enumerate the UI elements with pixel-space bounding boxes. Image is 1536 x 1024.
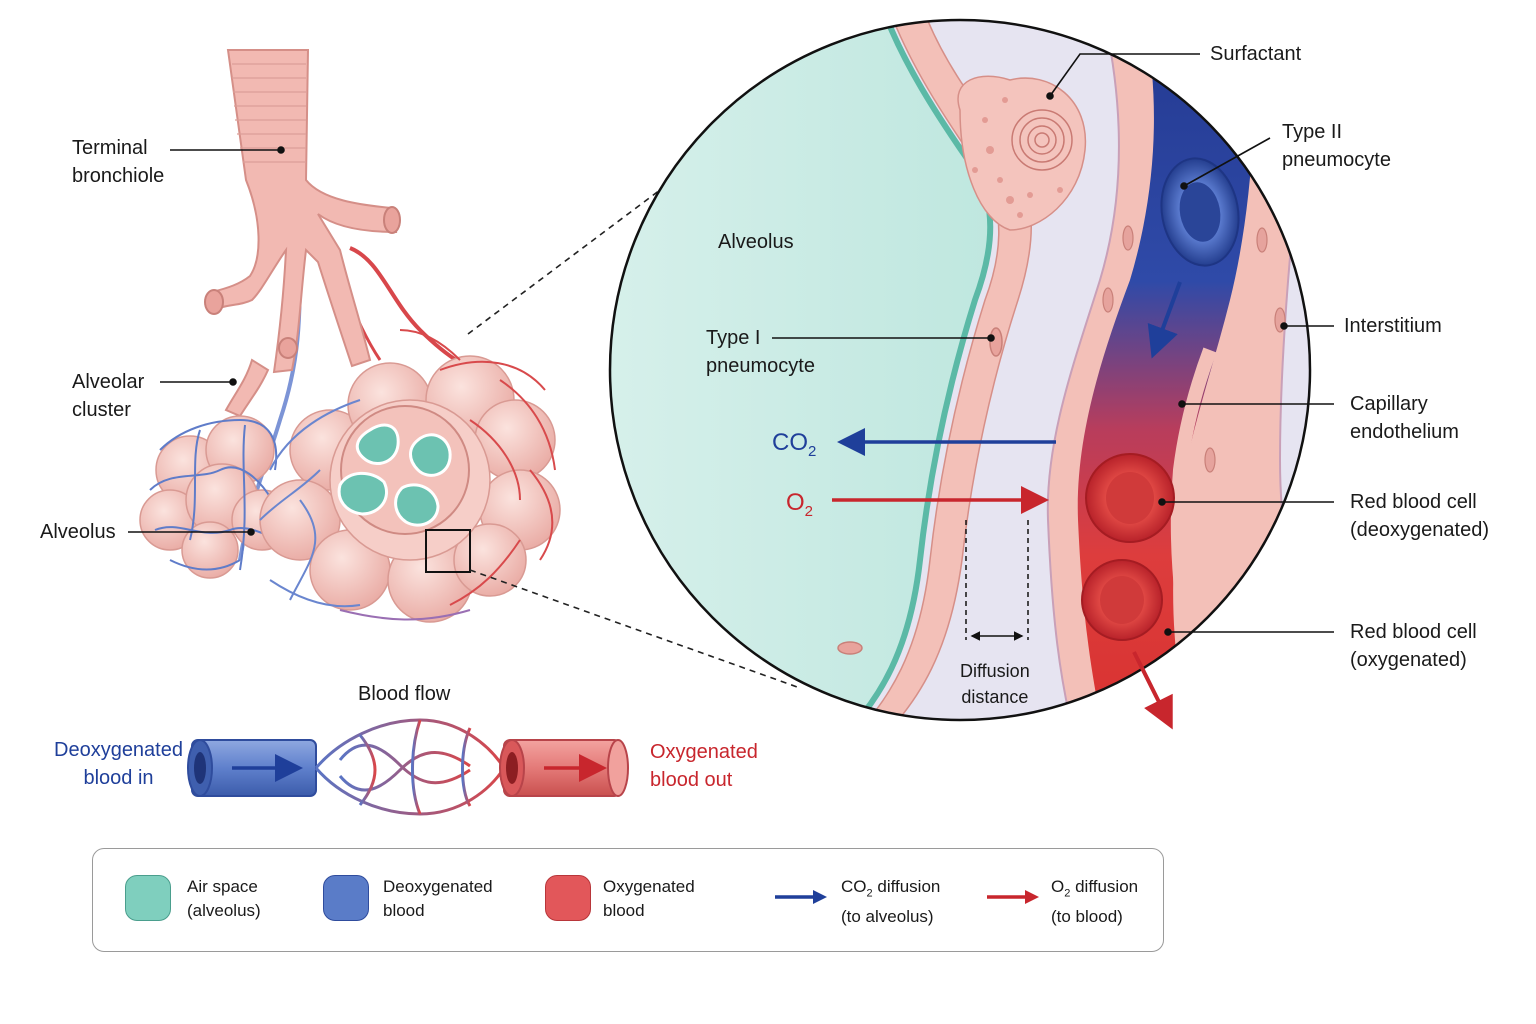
alveolar-cluster-right [259,329,561,623]
legend-text: Deoxygenated blood [383,875,493,923]
gas-base: O [786,489,805,516]
o2-label: O2 [786,488,813,527]
gas-subscript: 2 [804,502,814,520]
legend-line: blood [383,901,425,920]
legend-line: Oxygenated [603,877,695,896]
alveolus-zoom-label: Alveolus [718,231,794,253]
legend-line: (to blood) [1051,907,1123,927]
alveolus-label: Alveolus [40,521,116,543]
label-line: Type I [706,327,761,349]
legend-line: Air space [187,877,258,896]
legend-text: CO2 diffusion (to alveolus) [841,875,940,929]
gas-subscript: 2 [808,442,817,460]
alveoli-cross-section [337,405,470,535]
legend-word: diffusion [877,877,941,896]
terminal-bronchiole-label: Terminal bronchiole [72,134,164,190]
deoxygenated-blood-in-label: Deoxygenated blood in [54,736,183,792]
blue-arrow-icon [775,890,827,904]
legend-line: (alveolus) [187,901,261,920]
red-arrow-icon [987,890,1039,904]
deoxygenated-swatch [323,875,369,921]
legend-line: O2 diffusion [1051,875,1138,905]
gas-subscript: 2 [866,887,873,900]
label-line: pneumocyte [706,355,815,377]
label-line: Oxygenated [650,741,758,763]
legend-text: Oxygenated blood [603,875,695,923]
label-line: cluster [72,399,131,421]
legend-word: diffusion [1075,877,1139,896]
label-line: blood in [83,767,154,789]
surfactant-label: Surfactant [1210,43,1302,65]
label-line: distance [961,687,1029,707]
gas-subscript: 2 [1064,887,1071,900]
interstitium-label: Interstitium [1344,315,1442,337]
gas-base: CO [772,429,808,456]
label-line: pneumocyte [1282,149,1391,171]
label-line: endothelium [1350,421,1459,443]
label-line: Capillary [1350,393,1428,415]
legend: Air space (alveolus) Deoxygenated blood … [92,848,1164,952]
gas-base: O [1051,877,1065,896]
type1-pneumocyte-label: Type I pneumocyte [706,324,815,380]
legend-line: blood [603,901,645,920]
oxygenated-swatch [545,875,591,921]
legend-line: CO2 diffusion [841,875,940,905]
bronchial-tree [204,49,501,561]
legend-text: Air space (alveolus) [187,875,261,923]
label-line: (deoxygenated) [1350,519,1489,541]
label-line: Alveolar [72,371,145,393]
legend-line: (to alveolus) [841,907,934,927]
label-line: Terminal [72,137,148,159]
label-line: Type II [1282,121,1343,143]
capillary-endothelium-label: Capillary endothelium [1350,390,1459,446]
label-line: blood out [650,769,733,791]
air-space-swatch [125,875,171,921]
co2-label: CO2 [772,428,816,467]
label-line: Red blood cell [1350,621,1477,643]
legend-text: O2 diffusion (to blood) [1051,875,1138,929]
blood-flow-diagram [187,718,629,816]
gas-base: CO [841,877,867,896]
diffusion-distance-label: Diffusion distance [960,658,1030,710]
rbc-oxygenated-label: Red blood cell (oxygenated) [1350,618,1477,674]
label-line: Deoxygenated [54,739,183,761]
label-line: (oxygenated) [1350,649,1467,671]
label-line: Diffusion [960,661,1030,681]
zoomed-respiratory-membrane [608,18,1312,730]
rbc-deoxygenated-label: Red blood cell (deoxygenated) [1350,488,1489,544]
type2-pneumocyte-label: Type II pneumocyte [1282,118,1391,174]
label-line: Red blood cell [1350,491,1477,513]
blood-flow-title: Blood flow [358,683,451,705]
alveolar-cluster-label: Alveolar cluster [72,368,144,424]
oxygenated-blood-out-label: Oxygenated blood out [650,738,758,794]
label-line: bronchiole [72,165,165,187]
legend-line: Deoxygenated [383,877,493,896]
